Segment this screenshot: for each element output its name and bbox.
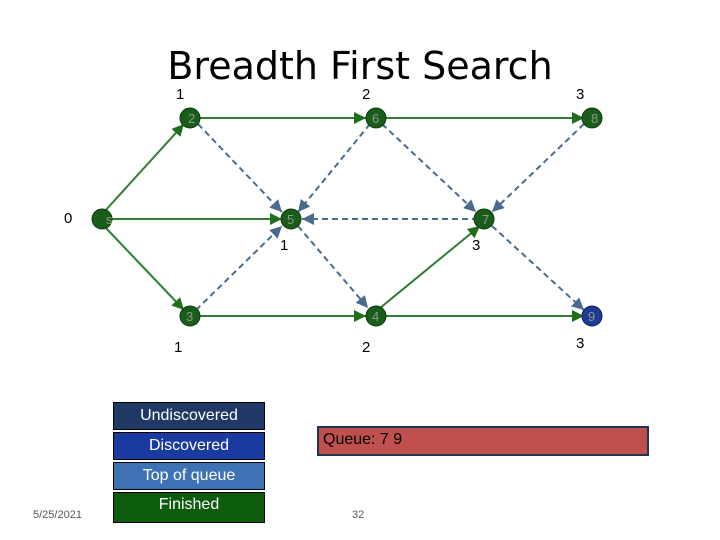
distance-label: 2: [362, 339, 371, 356]
node-3: 3: [179, 305, 201, 327]
svg-text:4: 4: [372, 309, 379, 324]
legend-undiscovered: Undiscovered: [113, 402, 265, 430]
svg-text:8: 8: [591, 111, 598, 126]
edges: [103, 112, 585, 322]
distance-label: 3: [472, 237, 481, 254]
edge-8-7: [491, 123, 585, 213]
node-9: 9: [581, 305, 603, 327]
legend-top-of-queue: Top of queue: [113, 462, 265, 490]
node-5: 5: [280, 208, 302, 230]
slide-title: Breadth First Search: [167, 44, 553, 88]
svg-text:5: 5: [287, 212, 294, 227]
nodes: s 2 6 8 5 7 3 4: [91, 107, 603, 327]
edge-s-3: [103, 225, 185, 311]
node-s: s: [91, 208, 113, 230]
node-8: 8: [581, 107, 603, 129]
node-7: 7: [473, 208, 495, 230]
edge-5-4: [297, 225, 369, 309]
edge-4-7: [379, 225, 481, 309]
queue-box: Queue: 7 9: [317, 426, 649, 456]
svg-text:9: 9: [588, 309, 595, 324]
distance-label: 2: [362, 86, 371, 103]
distance-label: 1: [176, 86, 185, 103]
distance-label: 0: [64, 210, 73, 227]
node-2: 2: [179, 107, 201, 129]
svg-text:7: 7: [482, 212, 489, 227]
legend-finished: Finished: [113, 492, 265, 523]
distance-label: 3: [576, 335, 585, 352]
edge-3-5: [195, 225, 283, 311]
edge-s-2: [103, 123, 185, 213]
edge-6-7: [381, 123, 477, 213]
edge-6-5: [297, 123, 371, 213]
legend-discovered: Discovered: [113, 432, 265, 460]
svg-text:6: 6: [372, 111, 379, 126]
edge-2-5: [197, 123, 283, 213]
svg-text:3: 3: [186, 309, 193, 324]
svg-text:s: s: [106, 212, 113, 227]
node-6: 6: [365, 107, 387, 129]
page-number: 32: [352, 509, 365, 521]
distance-label: 3: [576, 86, 585, 103]
svg-text:2: 2: [188, 111, 195, 126]
edge-7-9: [491, 225, 585, 311]
distance-label: 1: [280, 237, 289, 254]
distance-label: 1: [174, 339, 183, 356]
footer-date: 5/25/2021: [33, 509, 82, 521]
node-4: 4: [365, 305, 387, 327]
